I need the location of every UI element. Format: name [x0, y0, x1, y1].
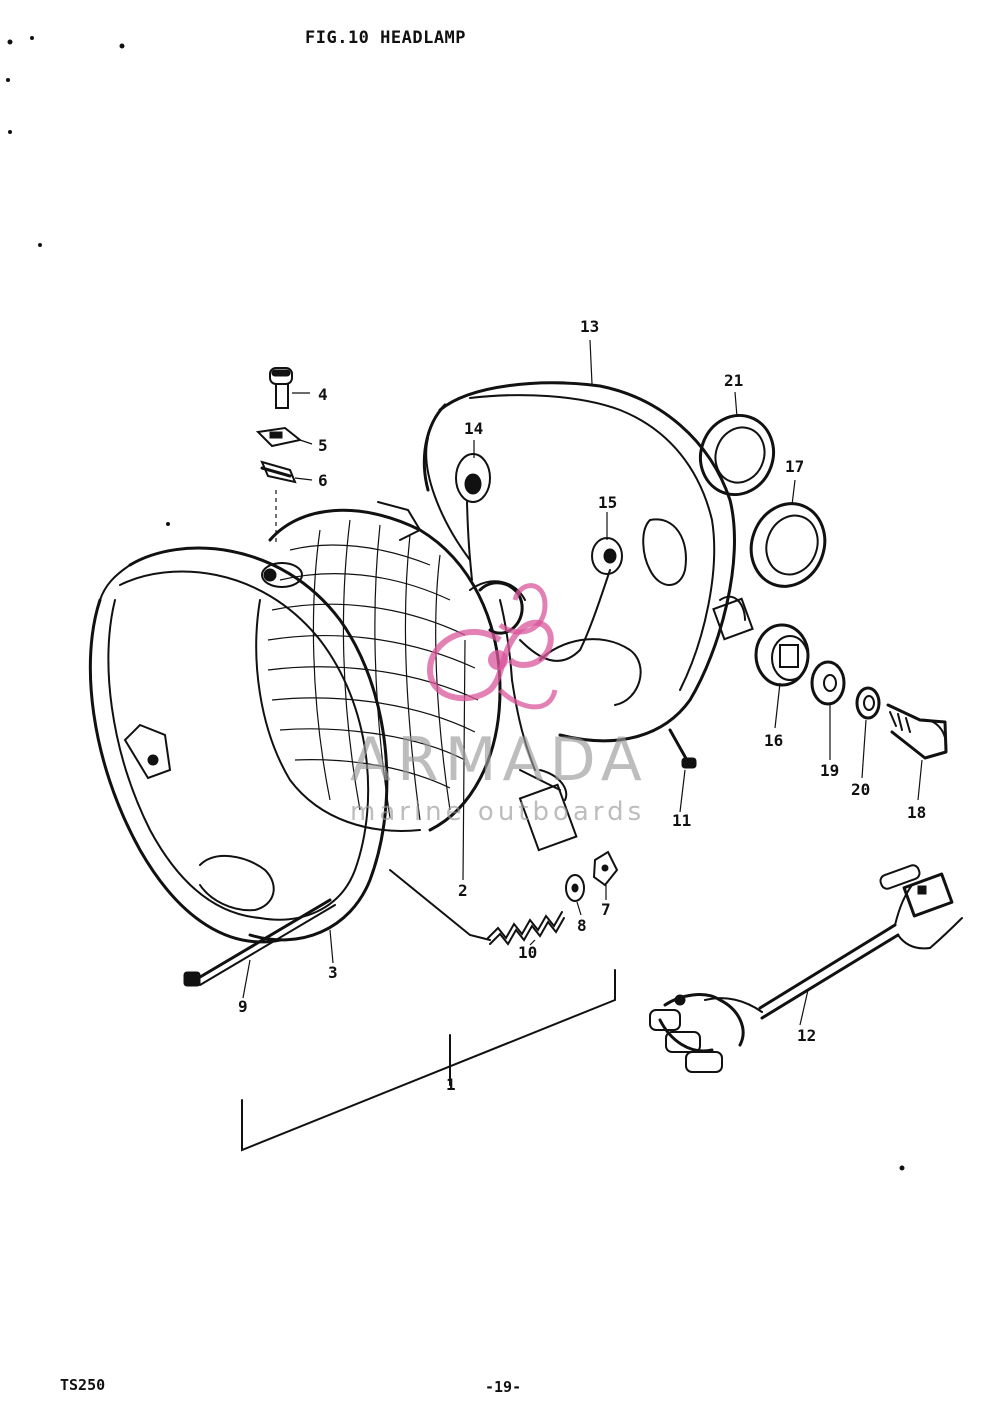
leader-lines: [242, 339, 923, 1026]
washer-part-8: [565, 874, 585, 902]
washer-part-6: [260, 460, 297, 545]
figure-title: FIG.10 HEADLAMP: [305, 28, 467, 48]
callout-10: 10: [518, 943, 537, 962]
callout-3: 3: [328, 963, 338, 982]
model-label: TS250: [60, 1376, 106, 1394]
callout-13: 13: [580, 317, 599, 336]
ring-part-21: [699, 413, 775, 497]
callout-12: 12: [797, 1026, 816, 1045]
wire-harness-part-12: [649, 864, 963, 1073]
screw-part-11: [668, 728, 697, 769]
callout-17: 17: [785, 457, 804, 476]
watermark-tagline: marine outboards: [350, 797, 645, 827]
spring-part-10: [487, 911, 565, 946]
callout-18: 18: [907, 803, 926, 822]
callout-1: 1: [446, 1075, 456, 1094]
callout-21: 21: [724, 371, 743, 390]
assembly-bracket-1: [241, 869, 616, 1152]
callout-5: 5: [318, 436, 328, 455]
callout-2: 2: [458, 881, 468, 900]
callout-8: 8: [577, 916, 587, 935]
callout-14: 14: [464, 419, 483, 438]
socket-connector: [518, 769, 578, 852]
callout-20: 20: [851, 780, 870, 799]
headlamp-rim: [88, 546, 389, 944]
adjusting-screw: [183, 898, 336, 987]
washer-part-19: [810, 660, 846, 706]
bolt-part-18: [886, 703, 948, 760]
screw-part-4: [269, 367, 293, 409]
page-number: -19-: [485, 1378, 522, 1396]
bushing-part-16: [754, 623, 810, 687]
watermark: ARMADA marine outboards: [350, 583, 648, 827]
lockwasher-part-20: [855, 686, 881, 720]
sealed-beam-unit: [255, 501, 536, 832]
nut-part-5: [255, 426, 303, 448]
callout-16: 16: [764, 731, 783, 750]
callout-19: 19: [820, 761, 839, 780]
ring-part-17: [749, 502, 827, 588]
callout-6: 6: [318, 471, 328, 490]
nut-part-7: [592, 850, 619, 887]
watermark-brand: ARMADA: [350, 725, 648, 795]
callout-labels: 1 2 3 4 5 6 7 8 9 10 11 12 13 14 15 16 1…: [238, 317, 926, 1094]
callout-7: 7: [601, 900, 611, 919]
scan-specks: [6, 36, 905, 1171]
callout-15: 15: [598, 493, 617, 512]
callout-4: 4: [318, 385, 328, 404]
callout-9: 9: [238, 997, 248, 1016]
callout-11: 11: [672, 811, 691, 830]
headlamp-housing: [422, 381, 754, 743]
